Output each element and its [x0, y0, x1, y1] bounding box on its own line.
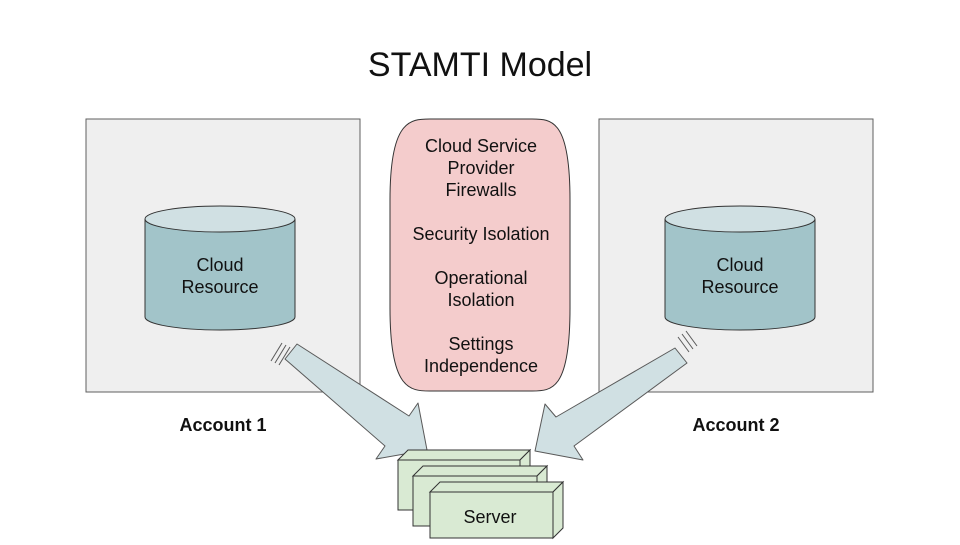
- arrow-account-2-to-server: [534, 330, 698, 461]
- account-2-label: Account 2: [692, 415, 780, 435]
- account-1-label: Account 1: [179, 415, 267, 435]
- isolation-item-firewalls-line-1: Cloud Service: [424, 136, 538, 156]
- isolation-item-firewalls-line-3: Firewalls: [445, 180, 517, 200]
- diagram-title: STAMTI Model: [367, 46, 593, 84]
- cloud-resource-1-cylinder: [144, 205, 296, 331]
- server-stack: [396, 448, 565, 540]
- isolation-item-settings: Settings Independence: [392, 333, 570, 377]
- cloud-resource-2-cylinder: [664, 205, 816, 331]
- cloud-resource-1-line-1: Cloud: [196, 255, 244, 275]
- server-box-front: [428, 480, 565, 540]
- isolation-item-settings-line-1: Settings: [448, 334, 514, 354]
- server-label: Server: [463, 507, 517, 527]
- isolation-item-firewalls: Cloud Service Provider Firewalls: [392, 135, 570, 201]
- isolation-item-firewalls-line-2: Provider: [447, 158, 515, 178]
- isolation-item-operational: Operational Isolation: [392, 267, 570, 311]
- cloud-resource-1-label: Cloud Resource: [145, 254, 295, 298]
- cloud-resource-2-label: Cloud Resource: [665, 254, 815, 298]
- arrow-account-1-to-server: [270, 342, 428, 460]
- cloud-resource-2-line-1: Cloud: [716, 255, 764, 275]
- cloud-resource-1-line-2: Resource: [181, 277, 259, 297]
- isolation-item-settings-line-2: Independence: [423, 356, 539, 376]
- isolation-item-security: Security Isolation: [392, 223, 570, 245]
- isolation-layer-shape: [389, 118, 571, 392]
- isolation-item-security-line-1: Security Isolation: [412, 224, 550, 244]
- cloud-resource-2-line-2: Resource: [701, 277, 779, 297]
- isolation-item-operational-line-1: Operational: [434, 268, 528, 288]
- isolation-item-operational-line-2: Isolation: [447, 290, 515, 310]
